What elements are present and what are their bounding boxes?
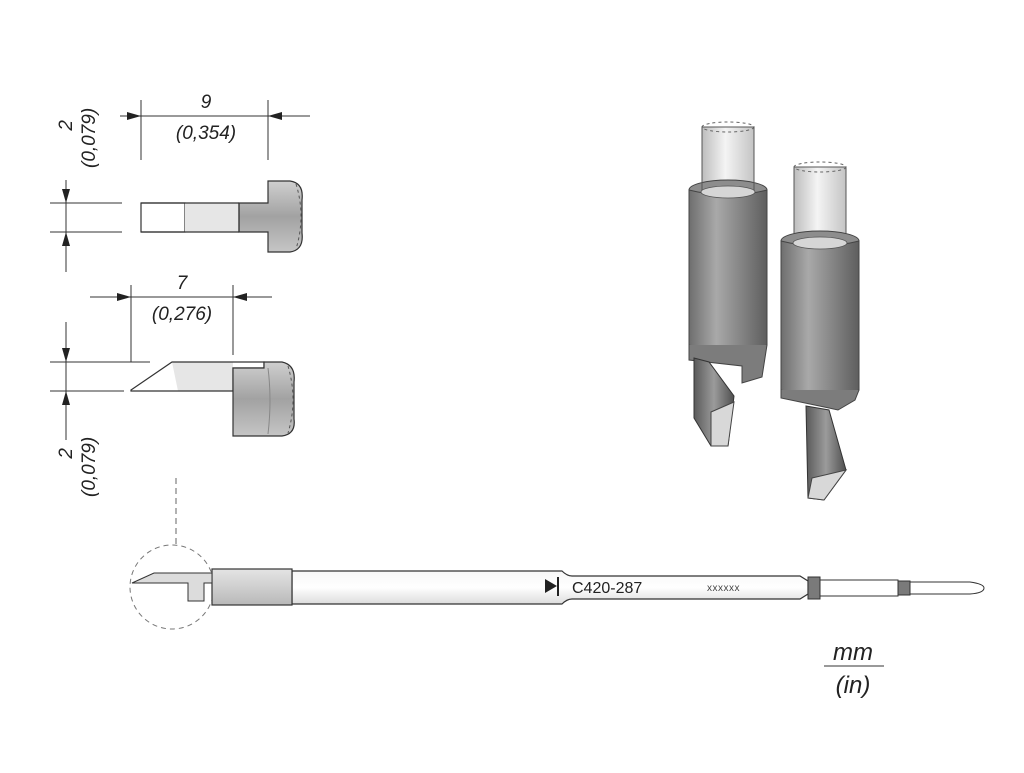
cartridge-ring — [897, 580, 911, 596]
arrowhead — [62, 391, 70, 405]
arrowhead — [62, 348, 70, 362]
arrowhead — [62, 232, 70, 246]
bottom-length-mm: 7 — [177, 273, 189, 294]
serial-marking: xxxxxx — [707, 583, 740, 594]
perspective-view-2 — [780, 161, 860, 501]
units-secondary: (in) — [836, 672, 871, 699]
cartridge-ring — [807, 576, 821, 600]
part-number: C420-287 — [572, 580, 642, 597]
units-legend: mm (in) — [824, 639, 884, 699]
top-length-mm: 9 — [201, 92, 212, 113]
top-height-in: (0,079) — [79, 108, 100, 168]
bottom-height-in: (0,079) — [79, 437, 100, 497]
perspective-view-1 — [688, 121, 768, 447]
arrowhead — [117, 293, 131, 301]
bottom-length-in: (0,276) — [152, 304, 212, 325]
bottom-tip-shape — [130, 361, 295, 437]
arrowhead — [233, 293, 247, 301]
cartridge-sleeve — [211, 568, 293, 606]
diode-symbol — [545, 577, 559, 596]
arrowhead — [268, 112, 282, 120]
cartridge-pin — [909, 581, 985, 595]
cartridge-collar — [819, 579, 899, 597]
cartridge-tip — [131, 572, 213, 602]
top-view: 9 (0,354) 2 (0,079) — [50, 92, 310, 272]
arrowhead — [62, 189, 70, 203]
top-height-mm: 2 — [56, 120, 77, 132]
bottom-view: 7 (0,276) 2 (0,079) — [50, 273, 295, 497]
bottom-height-mm: 2 — [56, 448, 77, 460]
units-primary: mm — [833, 639, 873, 666]
top-tip-shape — [140, 180, 303, 253]
top-length-in: (0,354) — [176, 123, 236, 144]
cartridge-view: C420-287 xxxxxx — [129, 478, 985, 630]
arrowhead — [127, 112, 141, 120]
